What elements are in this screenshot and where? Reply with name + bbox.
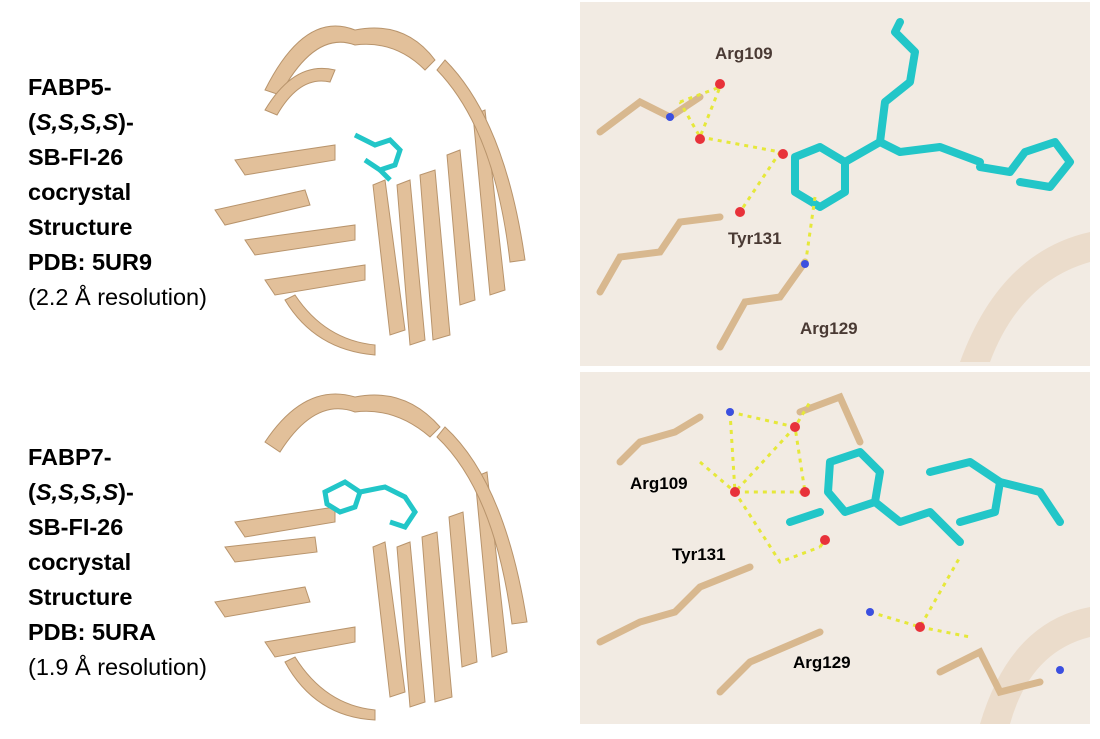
fabp5-binding-site-inset: Arg109 Tyr131 Arg129 [580, 2, 1090, 366]
paren: )- [118, 109, 134, 135]
caption-line: SB-FI-26 [28, 144, 124, 170]
fabp7-ribbon-structure [214, 393, 528, 721]
ligand-sticks [786, 448, 1064, 546]
caption-fabp7: FABP7- (S,S,S,S)- SB-FI-26 cocrystal Str… [28, 440, 207, 685]
caption-line: (S,S,S,S)- [28, 105, 207, 140]
residue-label-tyr131: Tyr131 [728, 229, 782, 248]
residue-label-arg109: Arg109 [715, 44, 773, 63]
caption-fabp5: FABP5- (S,S,S,S)- SB-FI-26 cocrystal Str… [28, 70, 207, 315]
stereo-descriptor: S,S,S,S [35, 479, 119, 505]
caption-line: FABP5- [28, 74, 112, 100]
ligand-sticks [353, 132, 403, 182]
paren: )- [118, 479, 134, 505]
residue-label-arg129: Arg129 [793, 653, 851, 672]
ligand-sticks [322, 479, 419, 530]
pdb-id: PDB: 5URA [28, 619, 156, 645]
caption-line: SB-FI-26 [28, 514, 124, 540]
stereo-descriptor: S,S,S,S [35, 109, 119, 135]
residue-label-tyr131: Tyr131 [672, 545, 726, 564]
fabp7-binding-site-inset: Arg109 Tyr131 Arg129 [580, 372, 1090, 724]
paren: ( [28, 109, 36, 135]
caption-line: Structure [28, 214, 133, 240]
caption-line: FABP7- [28, 444, 112, 470]
ligand-sticks [791, 18, 1074, 211]
caption-line: cocrystal [28, 179, 132, 205]
caption-line: Structure [28, 584, 133, 610]
caption-line: cocrystal [28, 549, 132, 575]
residue-label-arg129: Arg129 [800, 319, 858, 338]
paren: ( [28, 479, 36, 505]
fabp5-ribbon-structure [214, 25, 526, 356]
residue-label-arg109: Arg109 [630, 474, 688, 493]
resolution: (1.9 Å resolution) [28, 654, 207, 680]
caption-line: (S,S,S,S)- [28, 475, 207, 510]
pdb-id: PDB: 5UR9 [28, 249, 153, 275]
resolution: (2.2 Å resolution) [28, 284, 207, 310]
